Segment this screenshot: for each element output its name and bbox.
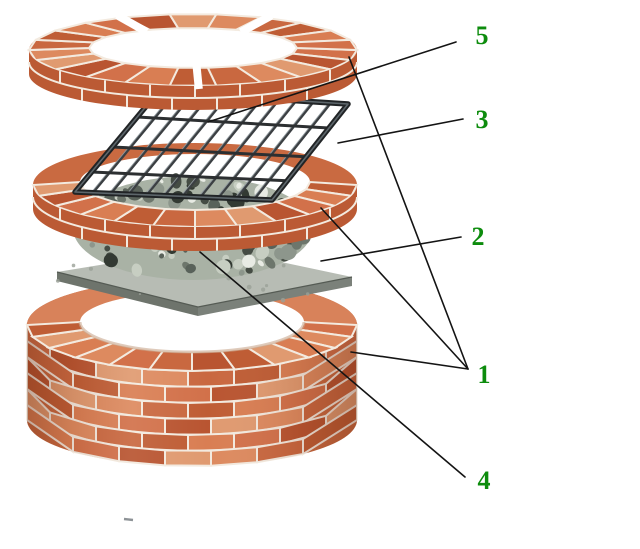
brick-base: [25, 279, 359, 467]
stray-mark: [123, 517, 134, 522]
callout-label-5: 5: [475, 21, 489, 50]
callout-label-1: 1: [477, 360, 491, 389]
leader-lines: [199, 41, 469, 478]
callout-label-2: 2: [471, 222, 485, 251]
callout-label-3: 3: [475, 105, 489, 134]
top-brick-ring: [27, 11, 359, 110]
middle-brick-ring: [31, 143, 359, 251]
callout-label-4: 4: [477, 466, 491, 495]
